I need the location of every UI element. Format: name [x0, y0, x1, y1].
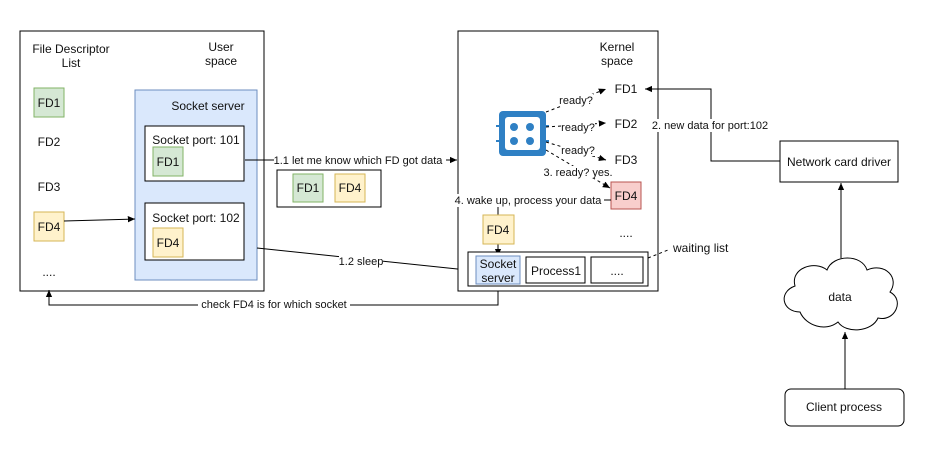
wake-up-label: 4. wake up, process your data — [455, 195, 603, 207]
check-fd4-label: check FD4 is for which socket — [201, 299, 347, 311]
waiting-list-label: waiting list — [672, 241, 729, 255]
network-card-driver-label: Network card driver — [787, 155, 891, 169]
fd-list-item: FD2 — [38, 135, 61, 149]
kernel-fd-item: FD2 — [615, 117, 638, 131]
registered-fd1: FD1 — [297, 181, 320, 195]
epoll-icon — [496, 111, 549, 156]
registered-fd4: FD4 — [339, 181, 362, 195]
ready-label-bg — [561, 144, 595, 156]
kernel-space-title-line2: space — [601, 54, 633, 68]
socket-102-fd-node — [152, 227, 184, 258]
fd4-node — [33, 211, 65, 242]
fd1-node — [33, 87, 65, 118]
waiting-more-node — [590, 256, 644, 284]
fd-list-item: FD3 — [38, 180, 61, 194]
socket-port-101-label: Socket port: 101 — [152, 133, 240, 147]
new-data-label-bg — [650, 119, 770, 132]
data-cloud-label: data — [828, 290, 852, 304]
waiting-socket-server-line1: Socket — [480, 257, 517, 271]
wake-up-label-bg — [452, 194, 604, 207]
waiting-socket-server-line2: server — [481, 271, 514, 285]
let-me-know-label-bg — [274, 153, 446, 167]
user-space-title-line2: space — [205, 54, 237, 68]
waiting-process1-node — [525, 256, 586, 284]
socket-102-fd: FD4 — [157, 236, 180, 250]
sleep-label: 1.2 sleep — [339, 256, 384, 268]
fd-list-item: FD1 — [38, 96, 61, 110]
waiting-socket-server-node — [475, 255, 521, 285]
waiting-process1: Process1 — [531, 264, 581, 278]
kernel-fd-item: FD3 — [615, 153, 638, 167]
client-process-label: Client process — [806, 400, 882, 414]
fd-list-title-line1: File Descriptor — [32, 42, 109, 56]
ready-label-2: ready? — [561, 122, 595, 134]
kernel-space-title-line1: Kernel — [600, 40, 635, 54]
socket-server-title: Socket server — [171, 99, 244, 113]
kernel-fd-item: FD4 — [615, 189, 638, 203]
kernel-space-container — [457, 30, 659, 292]
fd-list-item: FD4 — [38, 220, 61, 234]
fd-list-item: .... — [42, 265, 55, 279]
let-me-know-label: 1.1 let me know which FD got data — [274, 155, 444, 167]
kernel-fd4-moving-node — [482, 214, 515, 245]
ready-yes-label-bg — [542, 166, 614, 178]
ready-label-bg — [561, 121, 595, 133]
waiting-more: .... — [610, 264, 623, 278]
kernel-fd4-ready-node — [610, 181, 642, 210]
check-fd4-label-bg — [198, 298, 350, 311]
kernel-fd-item: FD1 — [615, 82, 638, 96]
user-space-title-line1: User — [208, 40, 233, 54]
sleep-label-bg — [339, 255, 383, 268]
registered-fd1-node — [292, 173, 324, 203]
socket-101-fd-node — [152, 146, 184, 177]
socket-port-102-label: Socket port: 102 — [152, 211, 240, 225]
data-cloud — [783, 257, 898, 331]
ready-yes-label: 3. ready? yes. — [543, 167, 612, 179]
registered-fd4-node — [334, 173, 366, 203]
fd4-to-socket-edge — [63, 216, 136, 223]
fd-list-title-line2: List — [62, 56, 81, 70]
ready-label-3: ready? — [561, 145, 595, 157]
kernel-fd-dots: .... — [619, 226, 632, 240]
ready-label-1: ready? — [559, 95, 593, 107]
socket-101-fd: FD1 — [157, 155, 180, 169]
network-card-driver-box — [779, 140, 899, 183]
ready-label-bg — [559, 94, 593, 106]
new-data-label: 2. new data for port:102 — [652, 120, 768, 132]
kernel-fd4-moving: FD4 — [487, 223, 510, 237]
